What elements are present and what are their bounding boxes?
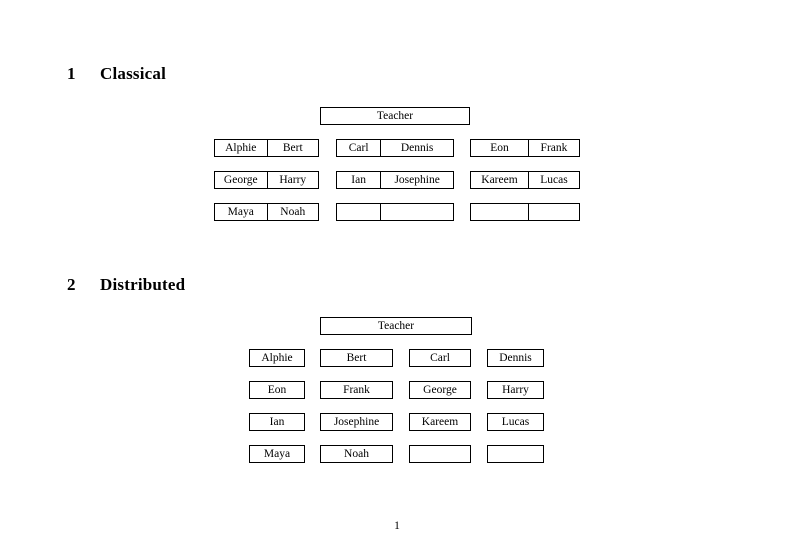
page-number: 1 xyxy=(394,520,400,532)
section-heading-distributed: 2 Distributed xyxy=(67,275,185,295)
slot-box-r3c3: Kareem xyxy=(409,413,471,431)
slot-box-r1c2: Bert xyxy=(320,349,393,367)
slot-box-r4c4 xyxy=(487,445,544,463)
pair-cell-right: Dennis xyxy=(380,140,453,156)
section-number: 2 xyxy=(67,275,76,294)
pair-cell-left: Maya xyxy=(227,206,254,218)
pair-cell-right: Bert xyxy=(266,140,319,156)
pair-cell-right xyxy=(380,204,453,220)
pair-group-1-row-2: George Harry xyxy=(214,171,319,189)
section-title: Distributed xyxy=(100,275,186,294)
slot-box-r4c3 xyxy=(409,445,471,463)
teacher-box-classical: Teacher xyxy=(320,107,470,125)
pair-cell-right: Noah xyxy=(266,204,319,220)
pair-cell-right: Harry xyxy=(266,172,319,188)
pair-cell-left xyxy=(337,204,380,220)
slot-box-r1c4: Dennis xyxy=(487,349,544,367)
section-heading-classical: 1 Classical xyxy=(67,64,166,84)
pair-group-2-row-3 xyxy=(336,203,454,221)
pair-group-3-row-3 xyxy=(470,203,580,221)
slot-box-r3c2: Josephine xyxy=(320,413,393,431)
pair-cell-left: Eon xyxy=(490,142,509,154)
pair-cell-right: Josephine xyxy=(380,172,453,188)
pair-cell-left: George xyxy=(223,174,258,186)
pair-cell-left xyxy=(471,204,528,220)
pair-cell-left: Alphie xyxy=(225,142,257,154)
slot-box-r2c4: Harry xyxy=(487,381,544,399)
pair-group-1-row-1: Alphie Bert xyxy=(214,139,319,157)
pair-group-3-row-1: Eon Frank xyxy=(470,139,580,157)
slot-box-r3c1: Ian xyxy=(249,413,305,431)
section-title: Classical xyxy=(100,64,167,83)
slot-box-r4c1: Maya xyxy=(249,445,305,463)
pair-group-3-row-2: Kareem Lucas xyxy=(470,171,580,189)
slot-box-r2c2: Frank xyxy=(320,381,393,399)
slot-box-r2c1: Eon xyxy=(249,381,305,399)
slot-box-r4c2: Noah xyxy=(320,445,393,463)
pair-cell-right: Lucas xyxy=(527,172,579,188)
section-number: 1 xyxy=(67,64,76,83)
slot-box-r1c1: Alphie xyxy=(249,349,305,367)
pair-cell-right: Frank xyxy=(527,140,579,156)
pair-cell-right xyxy=(527,204,579,220)
pair-group-2-row-2: Ian Josephine xyxy=(336,171,454,189)
slot-box-r2c3: George xyxy=(409,381,471,399)
pair-group-1-row-3: Maya Noah xyxy=(214,203,319,221)
pair-cell-left: Ian xyxy=(351,174,366,186)
pair-group-2-row-1: Carl Dennis xyxy=(336,139,454,157)
slot-box-r1c3: Carl xyxy=(409,349,471,367)
pair-cell-left: Kareem xyxy=(481,174,518,186)
teacher-box-distributed: Teacher xyxy=(320,317,472,335)
pair-cell-left: Carl xyxy=(348,142,369,154)
slot-box-r3c4: Lucas xyxy=(487,413,544,431)
